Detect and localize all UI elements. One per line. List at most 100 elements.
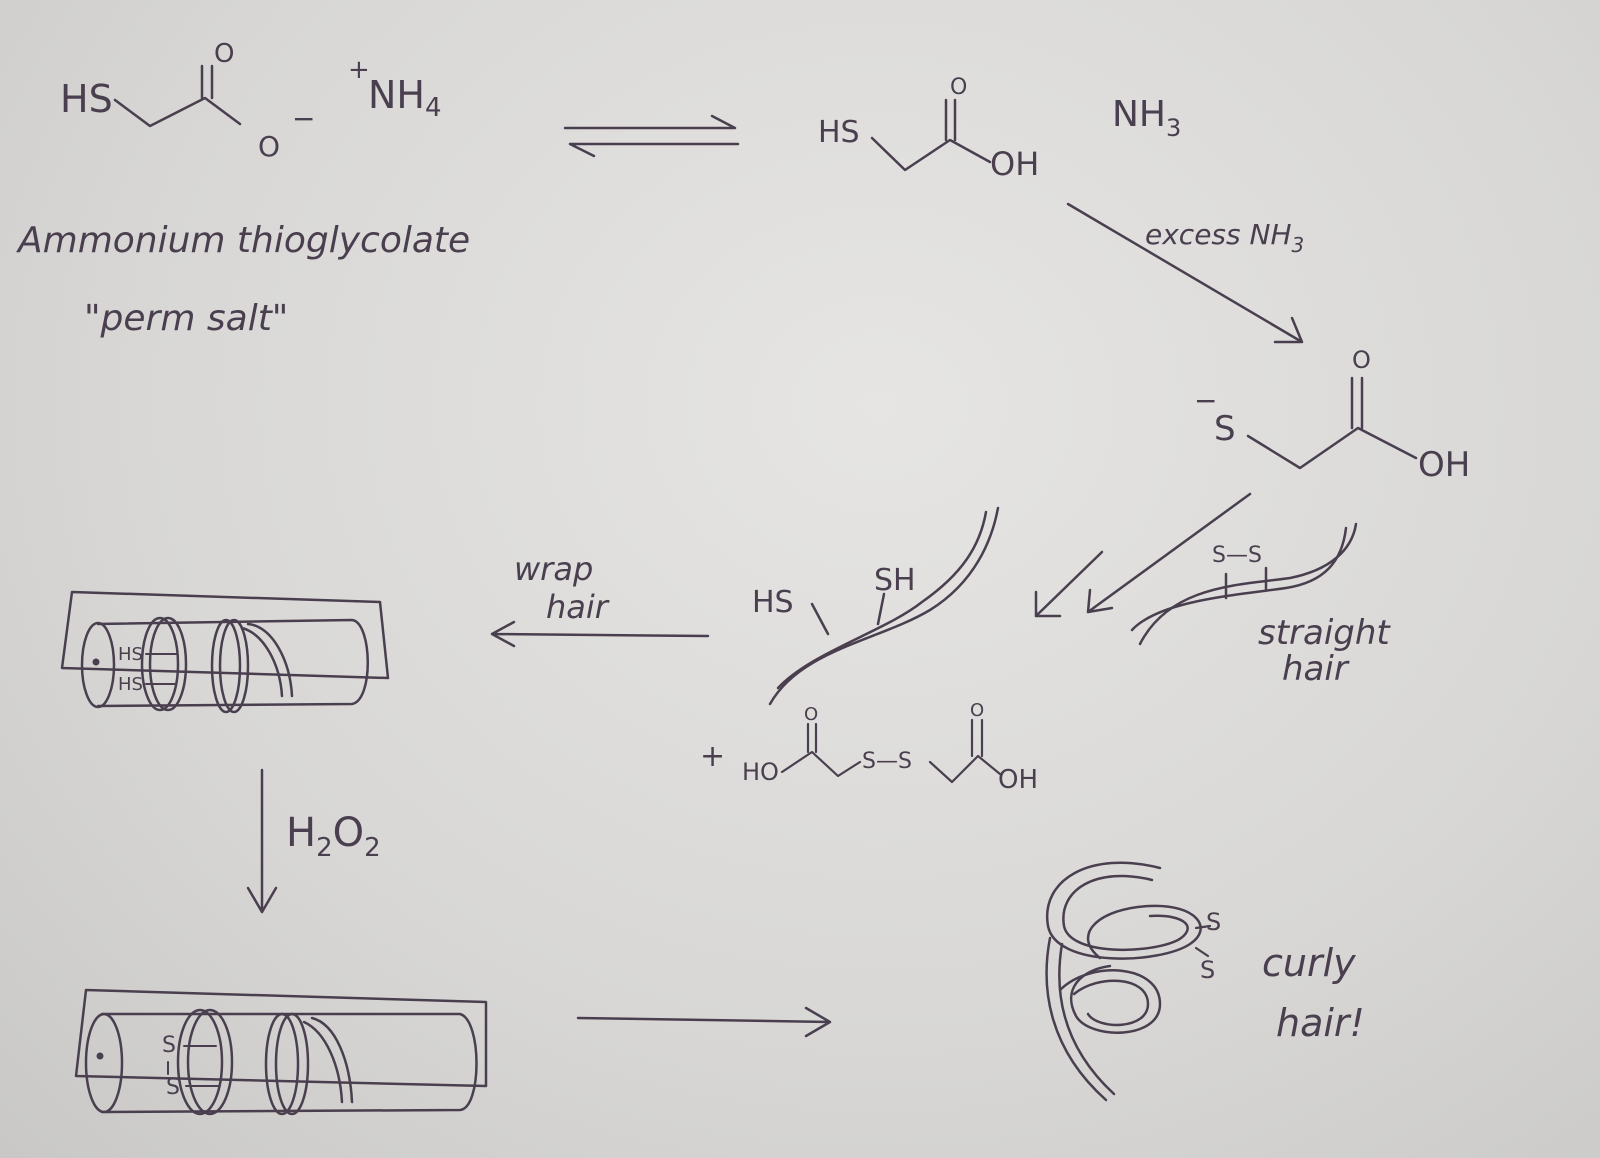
acid-skeleton-bond — [870, 136, 992, 172]
reactant-skeleton-bond — [113, 96, 242, 128]
thiolate-negative-charge: − — [1194, 384, 1217, 417]
curler-pin-icon — [92, 658, 100, 666]
curl-lower-outer — [1058, 964, 1162, 1034]
hair-tail-oxidized — [302, 1016, 354, 1104]
hair-loop-ox-1 — [176, 1008, 224, 1116]
curly-hair-sulfur-2: S — [1200, 956, 1215, 984]
reduced-hair-strand: HS SH — [752, 506, 1000, 706]
curler-oxidized: S S — [74, 988, 488, 1116]
reduction-arrows — [1034, 492, 1252, 618]
acid-carbonyl-bond — [944, 98, 957, 142]
wrap-hair-step: wrap hair — [490, 550, 710, 648]
excess-ammonia-arrow — [1066, 202, 1304, 344]
hair-loop-1-inner — [148, 616, 188, 712]
excess-ammonia-label: excess NH3 — [1145, 218, 1304, 257]
thiolate-carbonyl-oxygen: O — [1352, 346, 1371, 374]
acid-hs-label: HS — [818, 115, 860, 150]
equilibrium-reverse-arrow — [568, 142, 740, 158]
curler-disulfide-label-1: S — [162, 1033, 176, 1058]
straight-hair-label-line1: straight — [1258, 613, 1391, 653]
wrap-hair-arrow — [490, 620, 710, 648]
hair-tail — [240, 622, 294, 698]
reactant-hs-label: HS — [60, 77, 113, 121]
curler-clip — [60, 590, 390, 680]
excess-ammonia-step: excess NH3 — [1066, 202, 1304, 344]
ammonium-thioglycolate-structure: HS O O − + NH4 Ammonium thioglycolate "p… — [16, 39, 470, 339]
byproduct-ho-label: HO — [742, 758, 779, 786]
byproduct-plus-sign: + — [700, 739, 725, 774]
straight-hair-label-line2: hair — [1282, 649, 1350, 689]
curl-upper-inner — [1062, 874, 1189, 952]
curly-hair: S S curly hair! — [1045, 861, 1365, 1102]
reactant-carbonyl-bond — [200, 64, 214, 100]
wrap-hair-label-line2: hair — [546, 588, 610, 626]
reactant-anion-oxygen: O — [258, 130, 280, 163]
curly-hair-label-line1: curly — [1262, 941, 1356, 985]
curler-thiol-label-1: HS — [118, 644, 143, 665]
ammonium-plus-charge: + — [348, 55, 370, 85]
thiolate-carbonyl-bond — [1350, 376, 1364, 430]
ammonia-label: NH3 — [1112, 94, 1181, 142]
curler-roller-body — [96, 618, 369, 708]
hair-loop-2 — [210, 618, 242, 714]
straight-hair-outline-inner — [1130, 526, 1348, 632]
byproduct-right-carbonyl — [970, 718, 984, 758]
reduced-hair-hs-label: HS — [752, 585, 794, 620]
curler-thiol-label-2: HS — [118, 674, 143, 695]
hair-loop-ox-2-inner — [274, 1012, 310, 1116]
reduction-arrow-2 — [1086, 492, 1252, 614]
byproduct-right-bond — [928, 754, 1002, 784]
dithiodiglycolic-acid-structure: + HO O S—S O OH — [700, 700, 1038, 795]
curl-lower-inner — [1072, 979, 1150, 1027]
byproduct-left-carbonyl — [806, 722, 818, 754]
curler-roller-end — [80, 621, 116, 709]
hydrogen-peroxide-label: H2O2 — [286, 810, 381, 863]
byproduct-left-bond — [780, 750, 862, 778]
curl-upper-outer — [1045, 861, 1202, 960]
equilibrium-arrow — [563, 114, 740, 158]
hair-loop-ox-2 — [264, 1012, 300, 1116]
thiolate-sulfur: S — [1214, 409, 1236, 449]
curler-roller-body-oxidized — [100, 1012, 478, 1114]
byproduct-disulfide: S—S — [862, 749, 912, 774]
acid-carbonyl-oxygen: O — [950, 75, 967, 100]
final-step-arrow — [576, 1006, 832, 1038]
curl-disulfide-bonds — [1194, 924, 1212, 958]
reactant-negative-charge: − — [292, 102, 315, 135]
byproduct-left-oxygen: O — [804, 704, 818, 725]
reduced-hair-outline-inner — [776, 510, 988, 690]
hair-loop-2-inner — [218, 618, 250, 714]
equilibrium-forward-arrow — [563, 114, 737, 130]
reduced-hair-sh-label: SH — [874, 563, 916, 598]
reactant-common-name: "perm salt" — [84, 298, 288, 339]
acid-oh-label: OH — [990, 145, 1039, 183]
reduced-hair-outline-outer — [768, 506, 1000, 706]
curly-hair-sulfur-1: S — [1206, 908, 1221, 936]
curler-roller-end-oxidized — [84, 1012, 124, 1114]
straight-hair-disulfide-label: S—S — [1212, 543, 1262, 568]
thioglycolic-acid-structure: HS O OH NH3 — [818, 75, 1181, 183]
wrap-hair-label-line1: wrap — [514, 550, 593, 588]
thiolate-skeleton-bond — [1246, 426, 1418, 470]
ammonium-label: NH4 — [368, 73, 442, 123]
thiolate-structure: − S O OH — [1194, 346, 1470, 485]
curl-strand-tail — [1045, 936, 1116, 1102]
oxidation-step: H2O2 — [246, 768, 381, 914]
curler-clip-oxidized — [74, 988, 488, 1088]
curly-hair-label-line2: hair! — [1276, 1001, 1365, 1045]
curler-pin-icon-oxidized — [96, 1052, 104, 1060]
thiolate-oh-label: OH — [1418, 445, 1470, 485]
reactant-name: Ammonium thioglycolate — [16, 220, 470, 261]
curler-disulfide-label-2: S — [166, 1075, 180, 1100]
reactant-carbonyl-oxygen: O — [214, 39, 234, 69]
byproduct-right-oxygen: O — [970, 700, 984, 721]
hair-loop-1 — [140, 616, 180, 712]
straight-hair-strand: S—S straight hair — [1130, 522, 1391, 689]
curler-reduced: HS HS — [60, 590, 390, 714]
disulfide-bond-ticks — [1224, 566, 1268, 600]
byproduct-oh-label: OH — [998, 765, 1038, 795]
thiol-bond-ticks — [810, 592, 886, 636]
reduction-arrow-1 — [1034, 550, 1104, 618]
